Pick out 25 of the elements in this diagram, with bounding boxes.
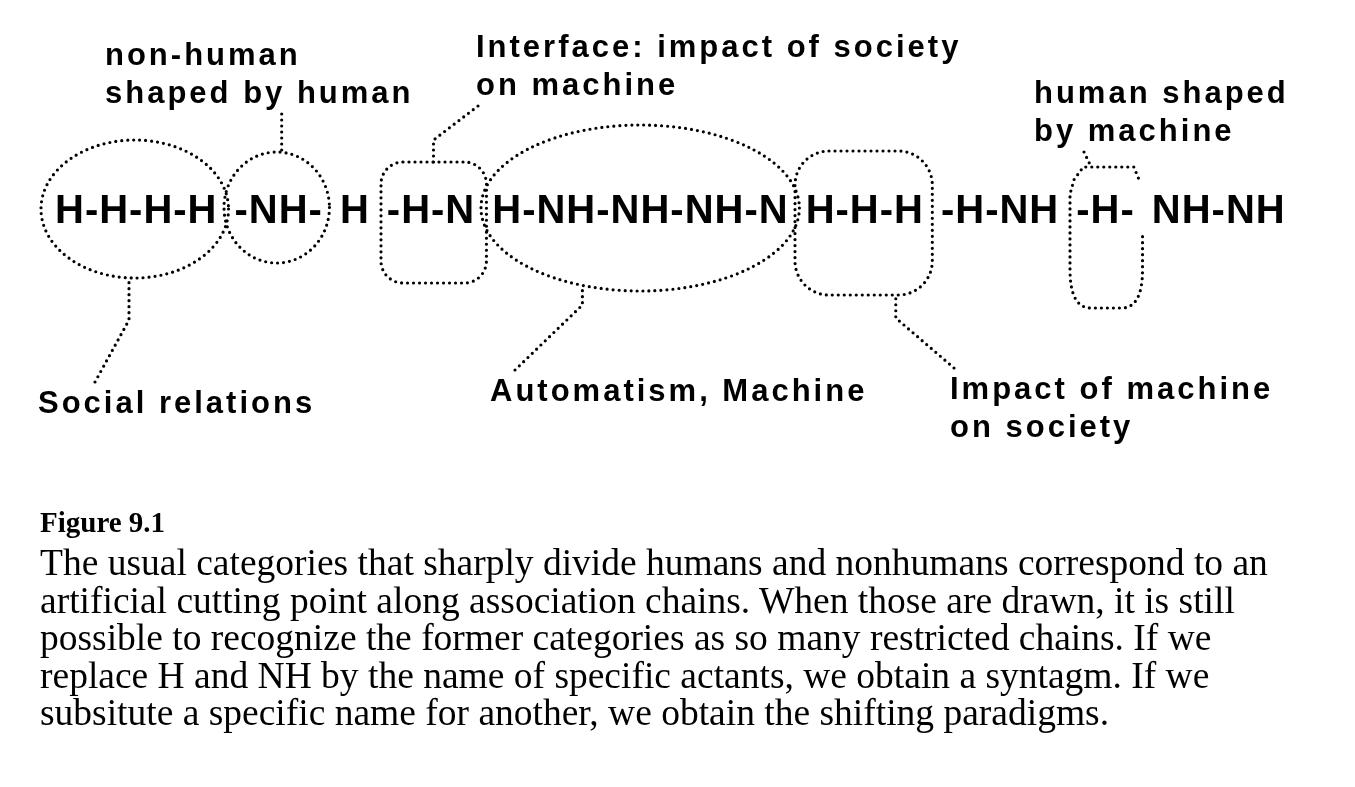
dotted-bubble xyxy=(1068,165,1145,310)
dotted-bubble xyxy=(221,150,331,265)
callout-label: human shaped by machine xyxy=(1034,74,1304,150)
dotted-bubble xyxy=(792,149,934,297)
chain-text: H-H-H-H xyxy=(55,189,218,229)
dotted-bubble xyxy=(378,160,489,285)
chain-text: NH-NH xyxy=(1151,189,1286,229)
chain-text: -H-NH xyxy=(940,189,1060,229)
chain-text: H xyxy=(339,189,370,229)
dotted-bubble xyxy=(479,123,802,293)
chain-text: -H- xyxy=(1076,189,1135,229)
callout-label: Automatism, Machine xyxy=(490,372,868,410)
callout-label: non-human shaped by human xyxy=(105,36,417,112)
leader-line xyxy=(280,112,284,154)
callout-label: Interface: impact of society on machine xyxy=(476,28,981,104)
leader-line xyxy=(431,104,480,164)
callout-label: Impact of machine on society xyxy=(950,370,1285,446)
chain-text: H-NH-NH-NH-N xyxy=(492,189,789,229)
chain-text: -NH- xyxy=(234,189,323,229)
dotted-bubble xyxy=(39,138,231,280)
callout-label: Social relations xyxy=(38,384,316,422)
figure-title: Figure 9.1 xyxy=(40,505,166,539)
figure-caption: The usual categories that sharply divide humans and nonhumans correspond to an artificial cutting point along association chains. When those are drawn, it is still possible to recognize the former categories as so many restricted chains. If we replace H and NH by the name of specific actants, we obtain a syntagm. If we subsitute a specific name for another, we obtain the shifting paradigms. xyxy=(40,544,1269,732)
chain-text: H-H-H xyxy=(805,189,924,229)
chain-text: -H-N xyxy=(386,189,476,229)
